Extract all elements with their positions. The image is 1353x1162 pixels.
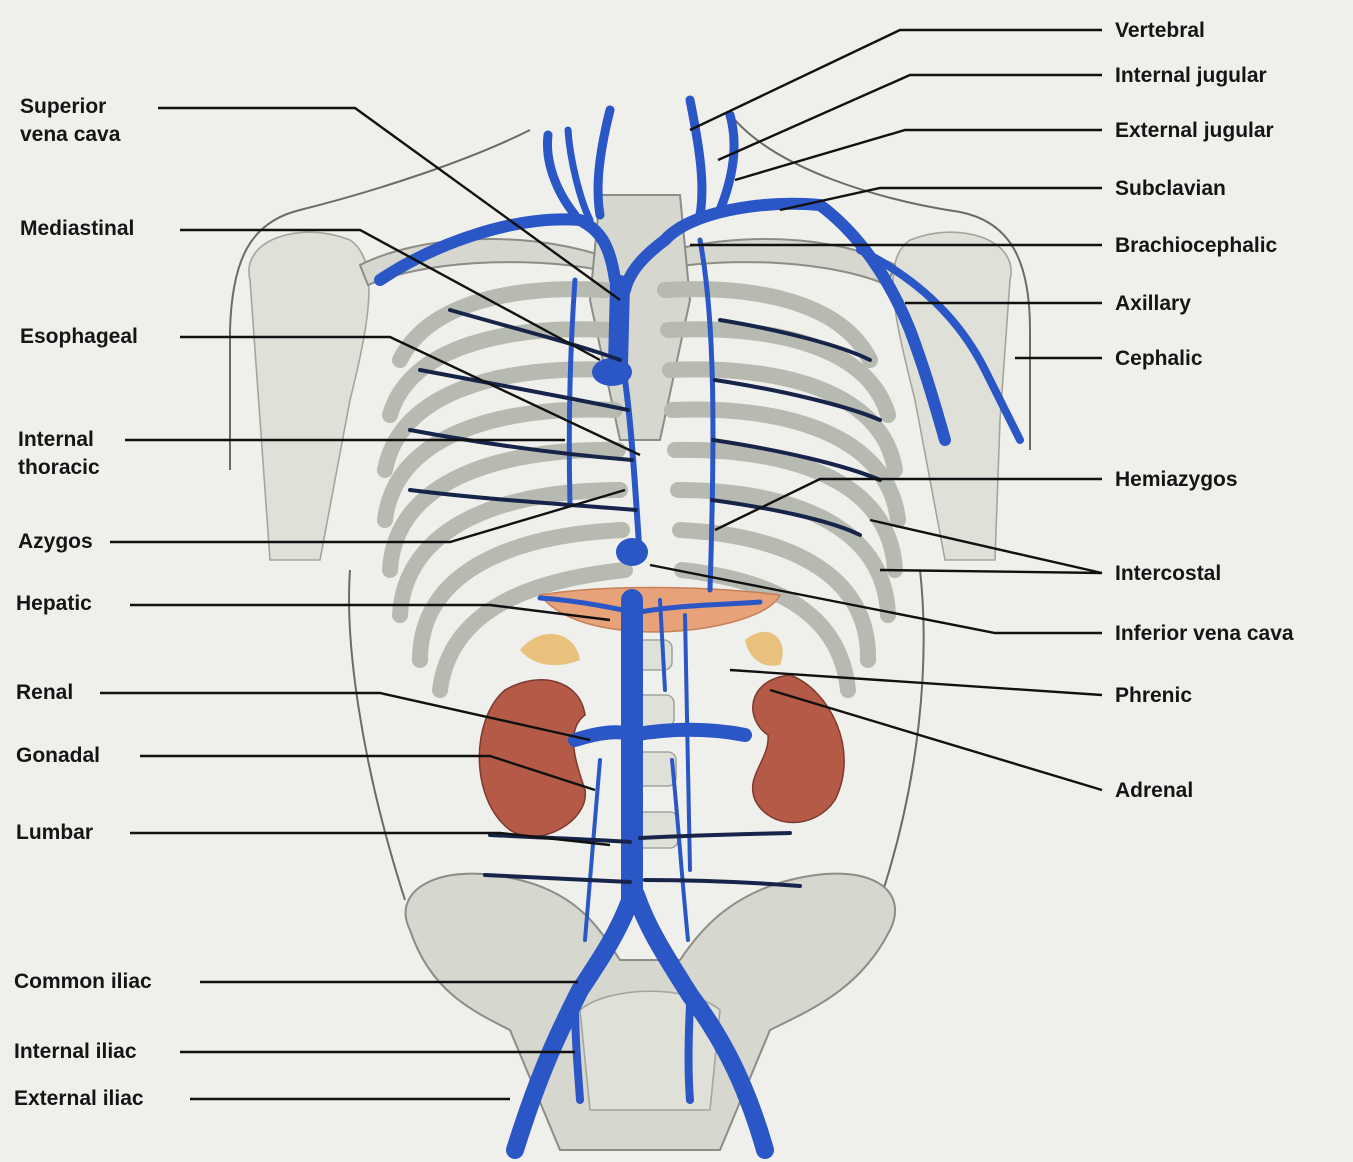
right-adrenal (745, 632, 783, 666)
label-intercostal: Intercostal (1115, 562, 1221, 585)
label-internal-thoracic: Internal thoracic (18, 428, 100, 479)
labels-right: Vertebral Internal jugular External jugu… (1115, 19, 1294, 802)
label-external-iliac: External iliac (14, 1087, 144, 1110)
label-gonadal: Gonadal (16, 744, 100, 767)
label-cephalic: Cephalic (1115, 347, 1203, 370)
label-vertebral: Vertebral (1115, 19, 1205, 42)
label-common-iliac: Common iliac (14, 970, 152, 993)
ribs-right (665, 289, 898, 690)
label-inferior-vena-cava: Inferior vena cava (1115, 622, 1294, 645)
label-adrenal: Adrenal (1115, 779, 1193, 802)
label-mediastinal: Mediastinal (20, 217, 134, 240)
label-azygos: Azygos (18, 530, 93, 553)
label-axillary: Axillary (1115, 292, 1191, 315)
label-external-jugular: External jugular (1115, 119, 1274, 142)
label-superior-vena-cava: Superior vena cava (20, 95, 121, 146)
label-brachiocephalic: Brachiocephalic (1115, 234, 1278, 257)
label-internal-iliac: Internal iliac (14, 1040, 137, 1063)
label-lumbar: Lumbar (16, 821, 93, 844)
label-hepatic: Hepatic (16, 592, 92, 615)
label-esophageal: Esophageal (20, 325, 138, 348)
left-adrenal (520, 634, 580, 665)
label-renal: Renal (16, 681, 73, 704)
labels-left: Superior vena cava Mediastinal Esophagea… (14, 95, 152, 1110)
right-kidney (753, 675, 845, 823)
label-hemiazygos: Hemiazygos (1115, 468, 1238, 491)
label-phrenic: Phrenic (1115, 684, 1192, 707)
label-subclavian: Subclavian (1115, 177, 1226, 200)
label-internal-jugular: Internal jugular (1115, 64, 1267, 87)
